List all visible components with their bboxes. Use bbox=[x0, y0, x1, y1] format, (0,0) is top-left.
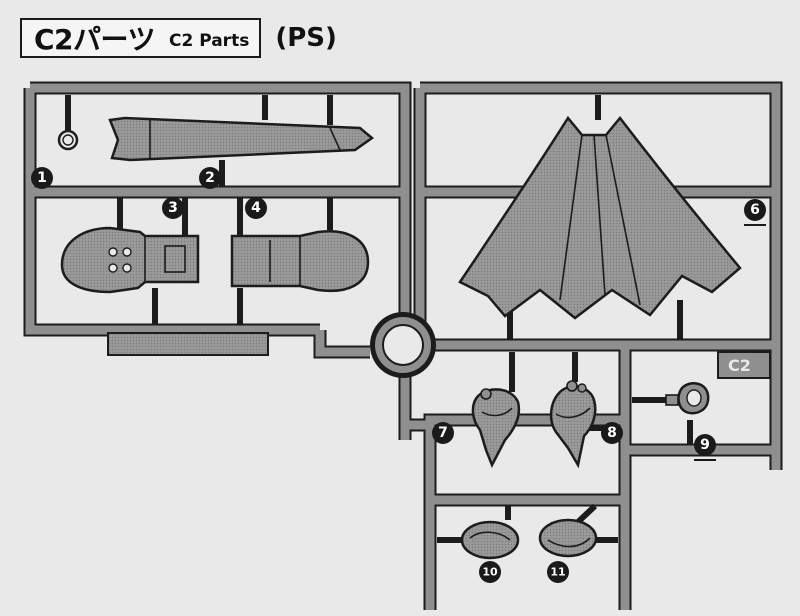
part-6-cape bbox=[458, 115, 742, 320]
callout-2: 2 bbox=[199, 167, 221, 189]
part-number-3: 3 bbox=[168, 200, 178, 216]
part-2-blade bbox=[108, 116, 375, 162]
part-8-helmet-half bbox=[549, 380, 597, 469]
part-3-piece bbox=[60, 226, 200, 294]
sprue-subtitle: C2 Parts bbox=[168, 31, 250, 51]
part-number-6: 6 bbox=[750, 202, 760, 218]
sprue-header: C2パーツ C2 Parts (PS) bbox=[20, 16, 337, 60]
callout-9: 9 bbox=[694, 434, 716, 461]
sprue-tag: C2 bbox=[728, 356, 751, 375]
part-number-9: 9 bbox=[700, 437, 710, 453]
part-number-11: 11 bbox=[550, 566, 565, 579]
title-box: C2パーツ C2 Parts bbox=[20, 18, 262, 58]
part-9-clasp bbox=[665, 382, 710, 415]
material-label: (PS) bbox=[275, 23, 337, 53]
callout-6: 6 bbox=[744, 199, 766, 226]
part-1-ring bbox=[57, 129, 79, 151]
callout-11: 11 bbox=[547, 561, 569, 583]
callout-7: 7 bbox=[432, 422, 454, 444]
callout-1: 1 bbox=[31, 167, 53, 189]
part-11-disc bbox=[538, 518, 598, 558]
callout-4: 4 bbox=[245, 197, 267, 219]
part-number-10: 10 bbox=[482, 566, 498, 579]
part-number-2: 2 bbox=[205, 170, 215, 186]
part-number-4: 4 bbox=[251, 200, 261, 216]
part-4-piece bbox=[230, 230, 370, 293]
runner-frame: C2 bbox=[23, 81, 783, 610]
sprue-gates bbox=[65, 95, 693, 543]
part-number-8: 8 bbox=[607, 425, 617, 441]
part-10-disc bbox=[460, 520, 520, 560]
callout-10: 10 bbox=[479, 561, 501, 583]
callout-3: 3 bbox=[162, 197, 184, 219]
sprue-title: C2パーツ bbox=[34, 23, 155, 56]
part-7-helmet-half bbox=[471, 388, 521, 468]
part-number-1: 1 bbox=[37, 170, 47, 186]
part-number-7: 7 bbox=[438, 425, 448, 441]
callout-8: 8 bbox=[601, 422, 623, 444]
